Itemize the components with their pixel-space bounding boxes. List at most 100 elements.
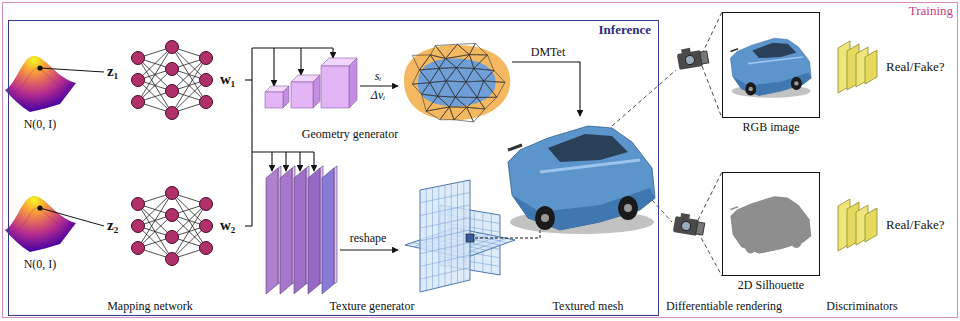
camera-ray (698, 172, 722, 220)
network-neuron (132, 96, 145, 109)
latent-symbol: w₁ (220, 71, 235, 88)
tet-cell (474, 68, 494, 81)
tet-cell (484, 81, 505, 97)
car-lower-panel (733, 72, 812, 95)
discriminator-layer (865, 50, 877, 84)
car-wheel (535, 206, 555, 230)
car-hub (541, 214, 549, 222)
car-wheel (618, 196, 638, 220)
camera-ray (698, 232, 722, 276)
tet-cell (454, 107, 473, 122)
tet-cell (412, 83, 429, 95)
style-arrow (285, 152, 286, 171)
tet-cell (412, 55, 430, 70)
mapping-network (132, 187, 213, 266)
car-wheel (791, 235, 802, 248)
network-neuron (166, 85, 179, 98)
car-body (730, 196, 811, 253)
tet-cell (457, 68, 474, 82)
network-neuron (132, 74, 145, 87)
feature-plane (308, 168, 320, 294)
triplane-grid (420, 255, 470, 267)
latent-trunk (251, 48, 252, 226)
tet-cell (477, 81, 497, 97)
tet-cell (438, 81, 456, 97)
tet-cell (430, 68, 446, 82)
rendered-image-car (730, 38, 811, 97)
cube-side (313, 75, 320, 108)
style-arrow (299, 152, 300, 171)
network-neuron (166, 231, 179, 244)
tet-cell (467, 107, 485, 122)
sdf-shape (418, 59, 496, 107)
camera-ray (702, 12, 722, 54)
texture-generator (266, 166, 398, 294)
feature-plane (266, 168, 278, 294)
discriminator: Real/Fake? (834, 38, 880, 96)
style-arrow (271, 152, 272, 171)
feature-plane (294, 168, 306, 294)
distribution-label: N(0, I) (24, 118, 57, 132)
latent-symbol: w₂ (220, 217, 235, 234)
discriminator-icon (834, 38, 880, 96)
stage-label: Mapping network (107, 300, 193, 314)
sample-point (37, 205, 42, 210)
rendered-silhouette (730, 196, 811, 253)
tet-cell (469, 44, 487, 55)
stage-label: Texture generator (330, 300, 415, 314)
rendering-rays (612, 12, 722, 276)
sdf-band (404, 45, 510, 120)
triplane-grid (420, 230, 470, 241)
latent-symbol: z₁ (107, 63, 118, 80)
tet-cell (426, 107, 449, 120)
latent-line (245, 79, 252, 80)
camera-icon (673, 212, 706, 237)
car-hub (624, 204, 632, 212)
triplane-grid (451, 184, 452, 285)
tet-cell (449, 97, 466, 107)
surface-contour (12, 208, 66, 232)
network-neuron (132, 220, 145, 233)
network-neuron (166, 63, 179, 76)
camera-ray (612, 70, 676, 126)
car-spoiler (508, 145, 522, 150)
network-neuron (166, 209, 179, 222)
component-label: Geometry generator (302, 128, 398, 142)
car-stripe (540, 160, 640, 172)
density-surface (5, 196, 76, 252)
network-neuron (166, 253, 179, 266)
car-hub (749, 87, 753, 91)
sample-point (37, 65, 42, 70)
tet-cell (477, 97, 497, 109)
tet-cell (449, 107, 466, 120)
reshape-arrow (340, 249, 398, 250)
car-lower-panel (733, 230, 812, 253)
tet-cell (455, 82, 477, 98)
car-wheel (791, 77, 802, 90)
distribution-label: N(0, I) (24, 258, 57, 272)
tetrahedral-grid (404, 44, 580, 122)
car-lower-panel (512, 188, 655, 230)
car-body (730, 38, 811, 95)
surface-contour (12, 68, 66, 92)
panel-caption: RGB image (743, 121, 816, 135)
network-weight (172, 80, 206, 113)
discriminator-icon (834, 196, 880, 254)
network-neuron (200, 242, 213, 255)
tet-cell (469, 55, 487, 69)
tet-cell (422, 94, 438, 111)
tet-cell (466, 81, 484, 97)
car-window (752, 43, 796, 58)
cube-front (265, 92, 283, 108)
sample-line (40, 68, 104, 72)
latent-line (245, 225, 252, 226)
stage-label: Differentiable rendering (666, 300, 782, 314)
cube-front (321, 66, 349, 108)
car-hub (794, 81, 798, 85)
sample-line (40, 208, 104, 226)
textured-mesh-car (508, 126, 655, 234)
camera-glass (681, 221, 691, 231)
car-stripe (748, 57, 803, 64)
network-weight (138, 215, 172, 248)
